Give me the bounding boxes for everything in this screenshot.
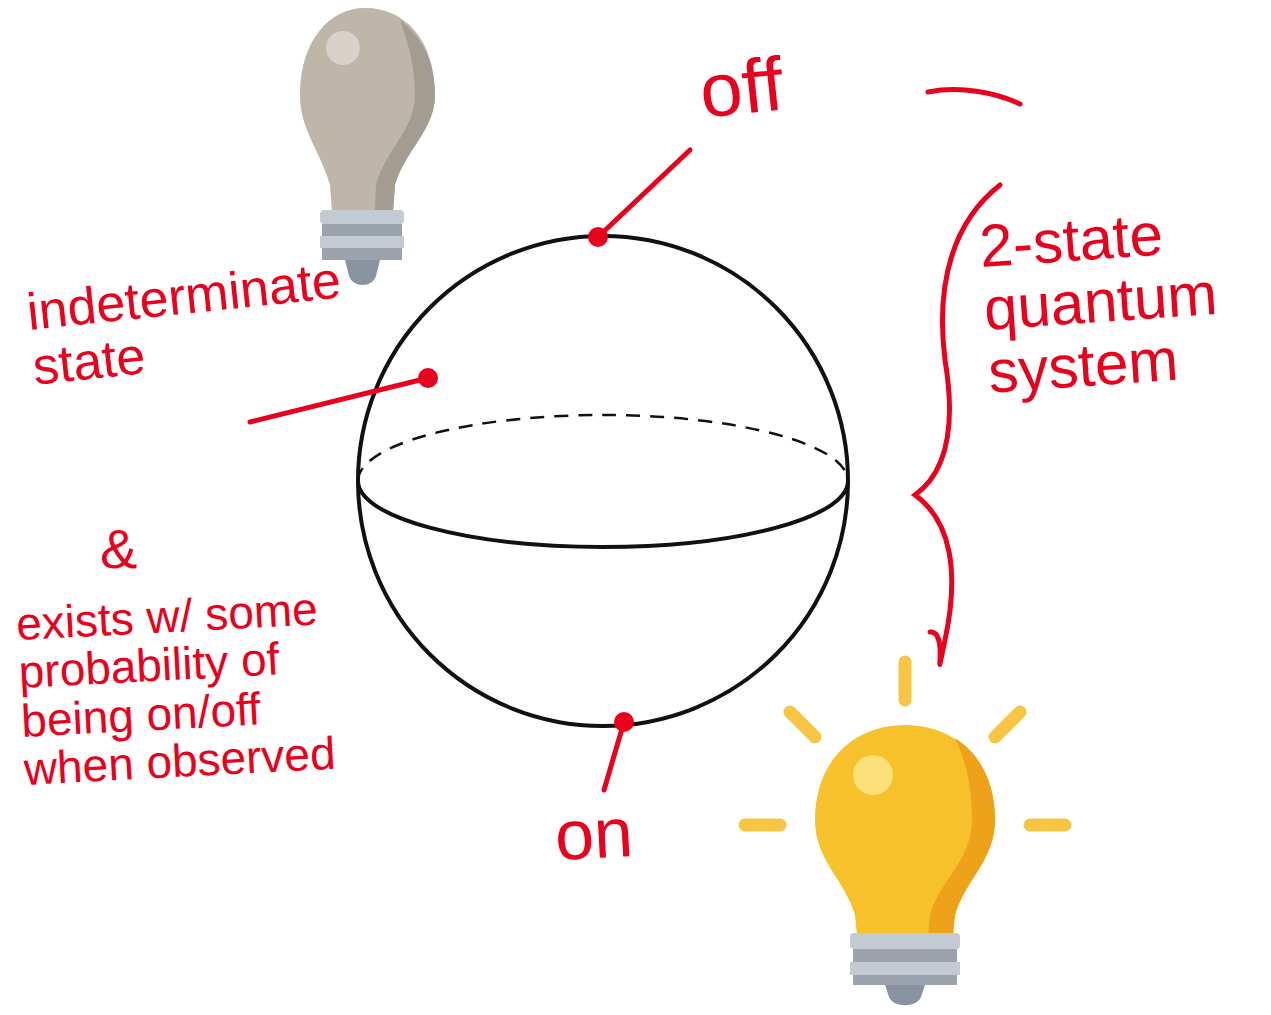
sphere — [358, 236, 848, 726]
state-label: on — [553, 792, 707, 873]
on-bulb — [745, 662, 1065, 1005]
conjunction-label: & — [100, 520, 180, 579]
note-label: exists w/ some probability of being on/o… — [15, 582, 365, 793]
off-bulb — [300, 8, 435, 285]
system-label: 2-state quantum system — [977, 196, 1265, 404]
state-dots — [418, 227, 634, 732]
state-label: indeterminate state — [24, 246, 413, 394]
annotations — [250, 90, 1020, 790]
state-label: off — [696, 31, 903, 131]
